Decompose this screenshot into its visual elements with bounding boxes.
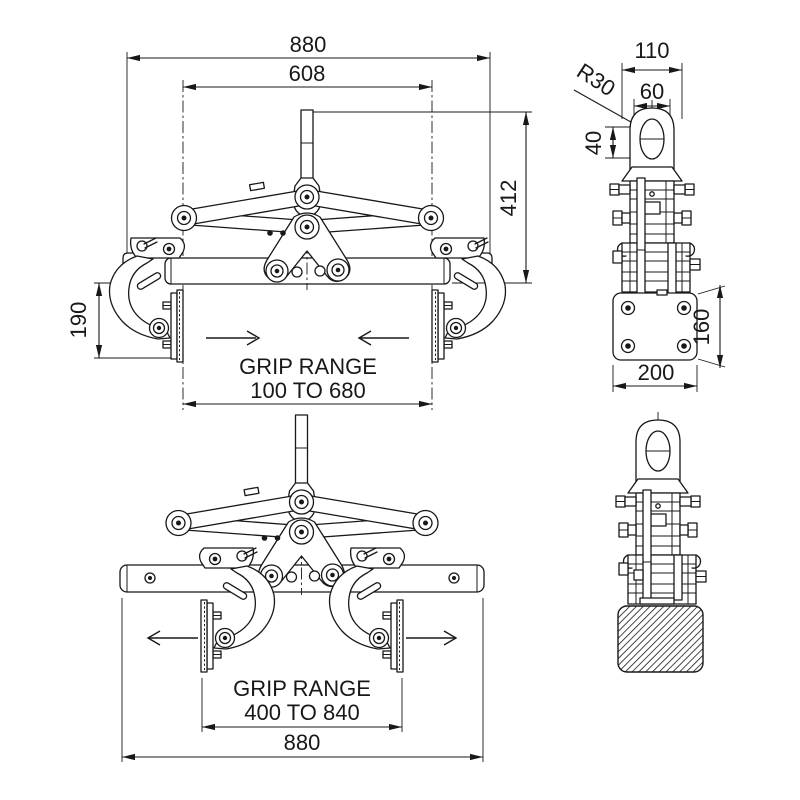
extension-line [697,358,726,368]
dim-eye-radius-label: R30 [572,58,619,101]
dim-eye-width-label: 60 [640,79,664,104]
grip-range-value: 100 TO 680 [250,378,365,403]
left-jaw-assembly [108,237,186,363]
grip-direction-arrows-outward [146,630,458,646]
side-mechanism [609,99,701,293]
cotter-pin [243,547,378,559]
extension-line [697,285,726,295]
front-view-open: GRIP RANGE 400 TO 840 880 [119,414,485,762]
link-bar [642,489,652,601]
front-view-closed: 880 608 412 190 GRIP RANGE [66,32,532,410]
dim-overall-width-label: 880 [284,730,321,755]
side-view-with-load [615,411,707,673]
pad-bolt [633,569,644,581]
grip-range-label: GRIP RANGE [239,354,377,379]
main-beam [164,257,451,285]
dim-pad-width-label: 200 [638,360,675,385]
side-mechanism [615,411,707,605]
grip-range-label: GRIP RANGE [233,676,371,701]
dim-head-width-label: 110 [634,38,669,63]
dim-overall-width-label: 880 [290,32,327,57]
dim-pad-height-label: 160 [689,309,714,346]
dim-eye-hole-label: 40 [581,131,606,155]
grip-direction-arrows-inward [206,330,409,346]
pad-edge [639,597,675,605]
pad-bolts [620,300,692,354]
pad-notch [656,289,668,296]
main-beam [119,564,485,593]
side-view-dimensioned: 110 60 R30 40 160 200 [572,38,726,392]
cotter-pin [143,237,489,249]
dim-height-label: 412 [496,180,521,217]
right-jaw-assembly [429,237,507,363]
dim-pivot-span-label: 608 [289,61,326,86]
grip-range-value: 400 TO 840 [244,700,359,725]
link-bar [673,554,683,601]
hatched-load-section [617,605,704,673]
dim-jaw-depth-label: 190 [66,302,91,339]
